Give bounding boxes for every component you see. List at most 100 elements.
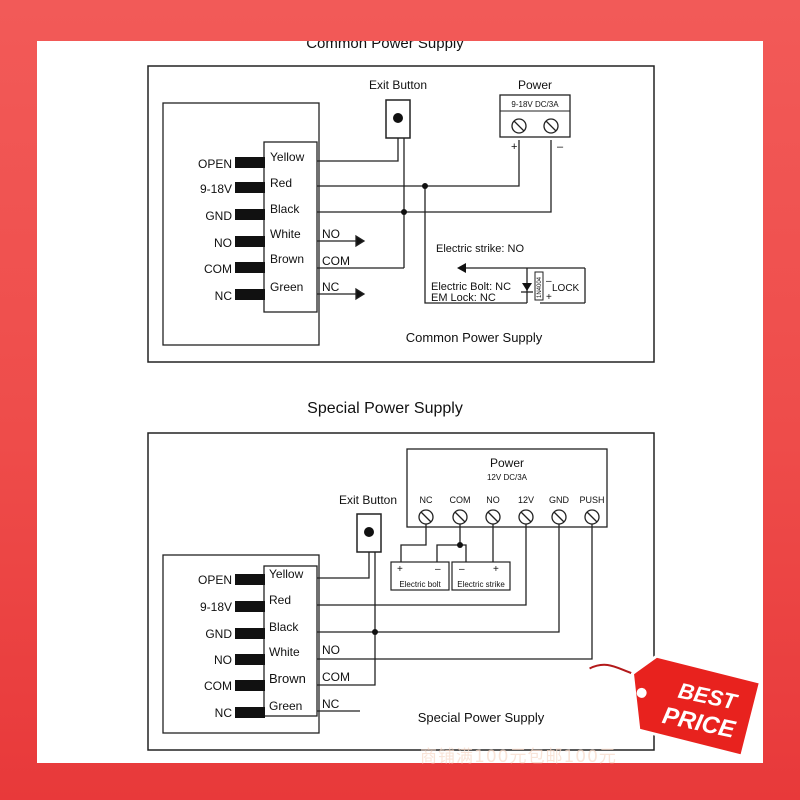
common-terminal-9-18v: 9-18V — [200, 182, 232, 196]
common-wire-colors: Yellow Red Black White Brown Green — [270, 150, 305, 294]
special-electric-bolt-label: Electric bolt — [399, 580, 441, 589]
special-pin-open — [235, 574, 265, 585]
common-title-cropped: Common Power Supply — [306, 41, 464, 52]
common-wire-white: White — [270, 227, 301, 241]
common-junction — [422, 183, 428, 189]
special-junction — [372, 629, 378, 635]
special-pin-nc — [235, 707, 265, 718]
special-wire-green: Green — [269, 699, 302, 713]
common-strike-note: Electric strike: NO — [436, 243, 524, 255]
common-screw-slot — [545, 120, 557, 132]
special-out-nc: NC — [322, 697, 340, 711]
common-caption: Common Power Supply — [406, 330, 543, 345]
special-exit-button-dot — [364, 527, 374, 537]
special-terminal-list: OPEN 9-18V GND NO COM NC — [198, 573, 265, 720]
common-junction — [401, 209, 407, 215]
special-wire-red: Red — [269, 593, 291, 607]
common-terminal-list: OPEN 9-18V GND NO COM NC — [198, 157, 265, 303]
common-wiring — [317, 138, 586, 304]
special-wire-black: Black — [269, 620, 299, 634]
common-lock-plus: + — [546, 292, 552, 303]
common-strike-arrow — [457, 263, 466, 273]
common-diode-label: 1N4004 — [537, 276, 543, 298]
special-wiring — [317, 524, 593, 712]
special-strike-minus: – — [459, 564, 465, 575]
special-caption: Special Power Supply — [418, 710, 545, 725]
common-lock-label: LOCK — [552, 283, 580, 294]
special-title: Special Power Supply — [307, 400, 463, 417]
special-power-label: Power — [490, 456, 524, 470]
common-out-com: COM — [322, 254, 350, 268]
common-wire-brown: Brown — [270, 252, 304, 266]
wiring-diagrams: Common Power Supply OPEN 9-18V GND NO CO… — [147, 41, 763, 758]
common-terminal-no: NO — [214, 236, 232, 250]
special-pin-gnd — [235, 628, 265, 639]
common-diode-box — [534, 271, 544, 301]
common-out-nc: NC — [322, 280, 340, 294]
common-lock-minus: – — [546, 276, 552, 287]
common-outer-border — [147, 65, 655, 363]
special-power-spec: 12V DC/3A — [487, 473, 528, 482]
special-wire-yellow: Yellow — [269, 567, 304, 581]
special-port-no: NO — [486, 495, 500, 505]
special-terminal-nc: NC — [215, 706, 233, 720]
special-port-gnd: GND — [549, 495, 570, 505]
special-wire-colors: Yellow Red Black White Brown Green — [269, 567, 306, 713]
special-screw-terminals — [418, 509, 600, 525]
special-electric-bolt-box — [390, 561, 450, 591]
best-price-badge: BEST PRICE — [589, 654, 763, 758]
special-port-com: COM — [450, 495, 471, 505]
special-wire-white: White — [269, 645, 300, 659]
common-diode-symbol — [522, 283, 532, 291]
common-terminal-com: COM — [204, 262, 232, 276]
common-wire-green: Green — [270, 280, 303, 294]
common-pin-com — [235, 262, 265, 273]
special-outer-border — [147, 432, 655, 751]
badge-string — [589, 663, 633, 675]
common-terminal-nc: NC — [215, 289, 233, 303]
special-port-12v: 12V — [518, 495, 534, 505]
common-pin-gnd — [235, 209, 265, 220]
common-out-no: NO — [322, 227, 340, 241]
special-terminal-no: NO — [214, 653, 232, 667]
common-pin-9-18v — [235, 182, 265, 193]
common-pin-no — [235, 236, 265, 247]
special-terminal-open: OPEN — [198, 573, 232, 587]
common-power-label: Power — [518, 78, 552, 92]
special-strike-plus: + — [493, 564, 499, 575]
special-terminal-9-18v: 9-18V — [200, 600, 232, 614]
special-port-push: PUSH — [579, 495, 604, 505]
special-pin-com — [235, 680, 265, 691]
special-bolt-minus: – — [435, 564, 441, 575]
special-controller-box — [162, 554, 320, 734]
special-terminal-com: COM — [204, 679, 232, 693]
common-wire-yellow: Yellow — [270, 150, 305, 164]
special-pin-no — [235, 654, 265, 665]
common-terminal-gnd: GND — [205, 209, 232, 223]
common-power-supply-diagram: Common Power Supply OPEN 9-18V GND NO CO… — [147, 41, 655, 363]
special-out-com: COM — [322, 670, 350, 684]
common-power-spec: 9-18V DC/3A — [511, 100, 559, 109]
diagram-panel: Common Power Supply OPEN 9-18V GND NO CO… — [37, 41, 763, 763]
special-junction — [457, 542, 463, 548]
common-controller-box — [162, 102, 320, 346]
common-wire-black: Black — [270, 202, 300, 216]
common-power-minus-sign: – — [557, 141, 564, 153]
special-pin-9-18v — [235, 601, 265, 612]
special-bolt-plus: + — [397, 564, 403, 575]
special-electric-strike-label: Electric strike — [457, 580, 505, 589]
common-bolt-note: Electric Bolt: NC — [431, 281, 511, 293]
common-exit-button-dot — [393, 113, 403, 123]
badge-tag — [630, 654, 763, 758]
special-power-block — [406, 448, 608, 528]
special-port-nc: NC — [420, 495, 433, 505]
shop-watermark: 商铺满100元包邮100元 — [420, 747, 617, 767]
special-out-no: NO — [322, 643, 340, 657]
badge-hole — [636, 687, 647, 698]
special-exit-button-label: Exit Button — [339, 493, 397, 507]
common-power-block — [499, 94, 571, 138]
special-wire-brown: Brown — [269, 671, 306, 686]
common-emlock-note: EM Lock: NC — [431, 292, 496, 304]
special-wire-label-box — [263, 565, 318, 717]
common-exit-button-label: Exit Button — [369, 78, 427, 92]
